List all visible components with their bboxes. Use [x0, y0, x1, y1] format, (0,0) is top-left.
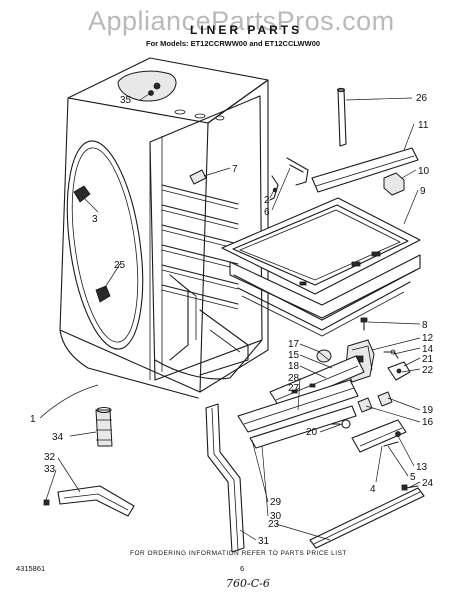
callout-17: 17	[288, 339, 300, 350]
callout-26: 26	[416, 93, 428, 104]
callout-2: 2	[264, 195, 270, 206]
callout-12: 12	[422, 333, 434, 344]
callout-20: 20	[306, 427, 318, 438]
callout-23: 23	[268, 519, 280, 530]
callout-30: 30	[270, 511, 282, 522]
callout-27: 27	[288, 383, 300, 394]
callout-4: 4	[370, 484, 376, 495]
page-number: 6	[240, 564, 244, 573]
tray-shelf	[221, 87, 421, 337]
callout-13: 13	[416, 462, 428, 473]
callout-11: 11	[418, 120, 429, 131]
watermark: AppliancePartsPros.com	[88, 6, 395, 36]
callout-6: 6	[264, 207, 270, 218]
callout-16: 16	[422, 417, 434, 428]
leader-lines	[39, 91, 421, 541]
callout-31: 31	[258, 536, 270, 547]
callout-19: 19	[422, 405, 434, 416]
models-line: For Models: ET12CCRWW00 and ET12CCLWW00	[146, 39, 320, 48]
callout-18: 18	[288, 361, 300, 372]
callout-8: 8	[422, 320, 428, 331]
callout-34: 34	[52, 432, 64, 443]
callout-9: 9	[420, 186, 426, 197]
callout-3: 3	[92, 214, 98, 225]
left-lower-parts	[43, 406, 135, 517]
callout-7: 7	[232, 164, 238, 175]
callout-10: 10	[418, 166, 430, 177]
callout-28: 28	[288, 373, 300, 384]
callout-14: 14	[422, 344, 434, 355]
cabinet-liner	[59, 57, 269, 399]
callout-24: 24	[422, 478, 434, 489]
callout-22: 22	[422, 365, 434, 376]
callout-25: 25	[114, 260, 126, 271]
callout-29: 29	[270, 497, 282, 508]
doc-number: 4315861	[16, 564, 45, 573]
callout-21: 21	[422, 354, 434, 365]
callout-labels: 26 11 7 10 35 9 2 6 3 25 8 17 12 14 15 2…	[30, 93, 434, 547]
callout-1: 1	[30, 414, 36, 425]
callout-32: 32	[44, 452, 56, 463]
callout-33: 33	[44, 464, 56, 475]
handwritten-note: 760-C-6	[226, 577, 270, 590]
ordering-note: FOR ORDERING INFORMATION REFER TO PARTS …	[130, 550, 347, 557]
callout-15: 15	[288, 350, 300, 361]
thermostat-parts	[205, 339, 425, 553]
callout-35: 35	[120, 95, 132, 106]
diagram-title: LINER PARTS	[190, 23, 302, 37]
callout-5: 5	[410, 472, 416, 483]
